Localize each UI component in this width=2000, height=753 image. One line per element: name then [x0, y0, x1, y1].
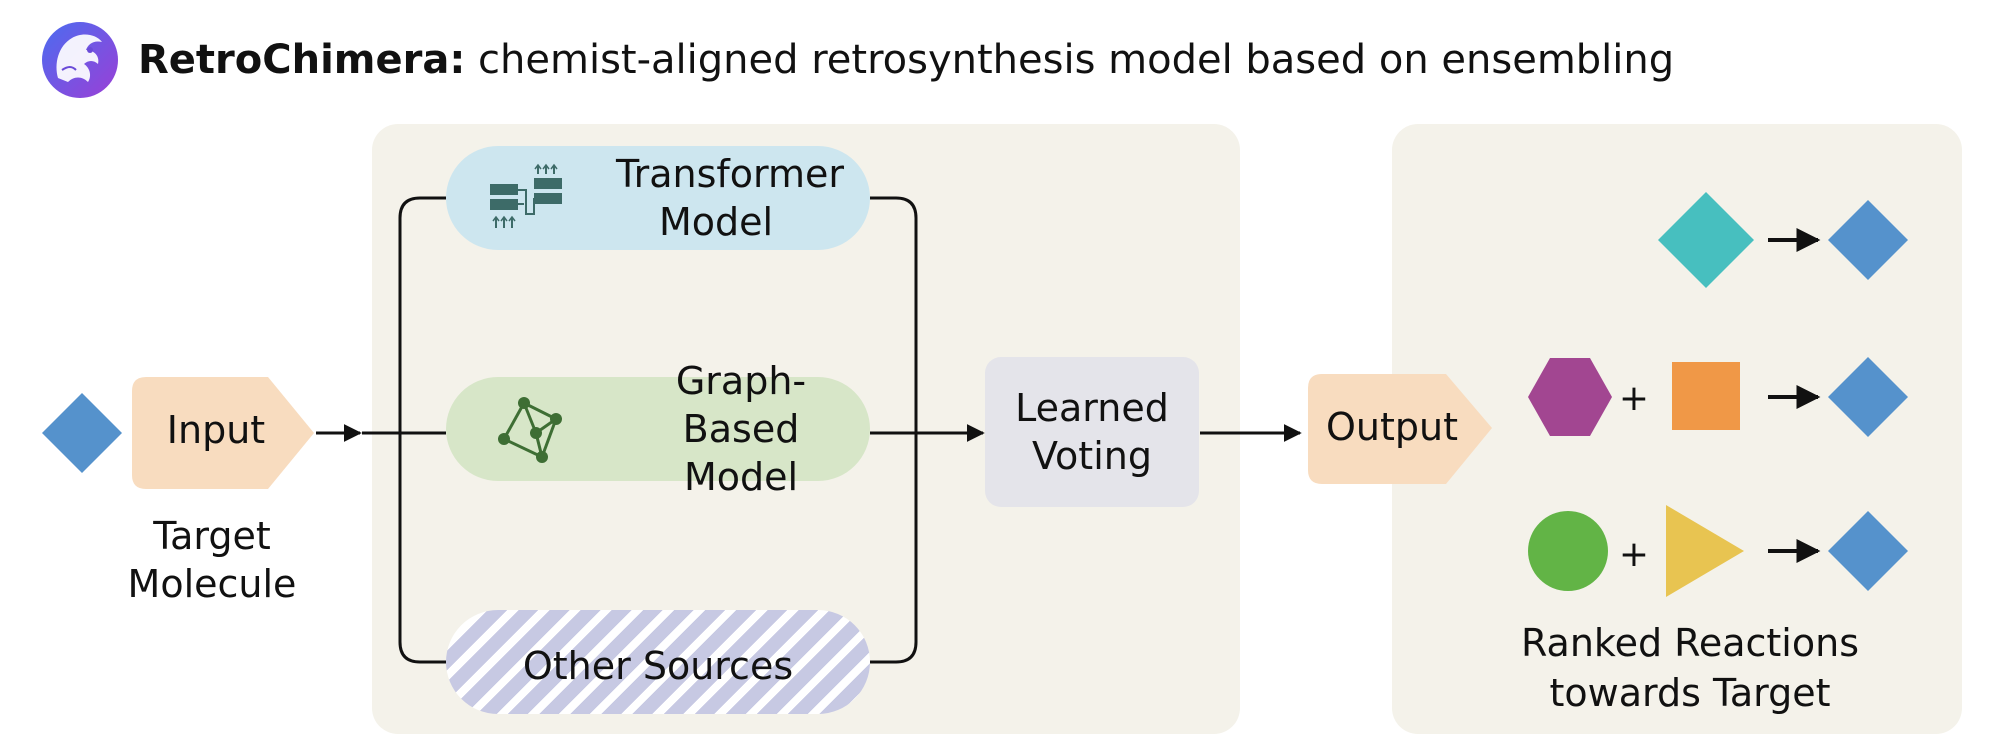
transformer-line2: Model — [658, 200, 774, 244]
graph-line1: Graph-Based — [675, 359, 807, 451]
title-row: RetroChimera: chemist-aligned retrosynth… — [40, 20, 1674, 100]
output-tag-shape — [1308, 374, 1492, 484]
graph-model-box: Graph-Based Model — [446, 359, 870, 499]
transformer-model-box: Transformer Model — [446, 146, 870, 250]
transformer-model-label: Transformer Model — [616, 150, 845, 246]
target-molecule-diamond — [42, 393, 122, 473]
target-caption-line1: Target — [153, 514, 271, 558]
product-diamond-2 — [1828, 357, 1908, 437]
green-circle — [1528, 511, 1608, 591]
ranked-caption-line1: Ranked Reactions — [1520, 621, 1859, 665]
title-rest: chemist-aligned retrosynthesis model bas… — [465, 37, 1675, 83]
teal-diamond — [1658, 192, 1754, 288]
input-label: Input — [166, 408, 266, 452]
learned-voting-label: Learned Voting — [1015, 384, 1169, 480]
plus-sign-3: + — [1619, 534, 1649, 575]
yellow-triangle — [1666, 505, 1744, 597]
learned-voting-box: Learned Voting — [985, 357, 1199, 507]
left-bus-wire — [398, 196, 446, 664]
ranked-caption-line2: towards Target — [1549, 671, 1831, 715]
title-bold: RetroChimera: — [138, 37, 466, 83]
graph-model-label: Graph-Based Model — [626, 357, 856, 501]
transformer-line1: Transformer — [616, 152, 845, 196]
purple-hexagon — [1528, 358, 1612, 436]
plus-sign-2: + — [1619, 378, 1649, 419]
right-bus-wire — [870, 196, 918, 664]
lion-head-logo — [42, 22, 118, 98]
ranked-reactions-caption: Ranked Reactions towards Target — [1500, 618, 1880, 718]
product-diamond-3 — [1828, 511, 1908, 591]
target-molecule-caption: Target Molecule — [112, 512, 312, 608]
target-caption-line2: Molecule — [127, 562, 297, 606]
graph-icon — [498, 397, 562, 463]
voting-line2: Voting — [1032, 434, 1152, 478]
other-sources-label: Other Sources — [522, 644, 794, 688]
page-title: RetroChimera: chemist-aligned retrosynth… — [138, 37, 1674, 83]
orange-square — [1672, 362, 1740, 430]
input-tag-shape — [132, 377, 314, 489]
graph-line2: Model — [683, 455, 799, 499]
transformer-icon — [490, 163, 562, 228]
voting-line1: Learned — [1015, 386, 1169, 430]
output-label: Output — [1326, 405, 1458, 449]
product-diamond-1 — [1828, 200, 1908, 280]
other-sources-box: Other Sources — [446, 610, 870, 714]
